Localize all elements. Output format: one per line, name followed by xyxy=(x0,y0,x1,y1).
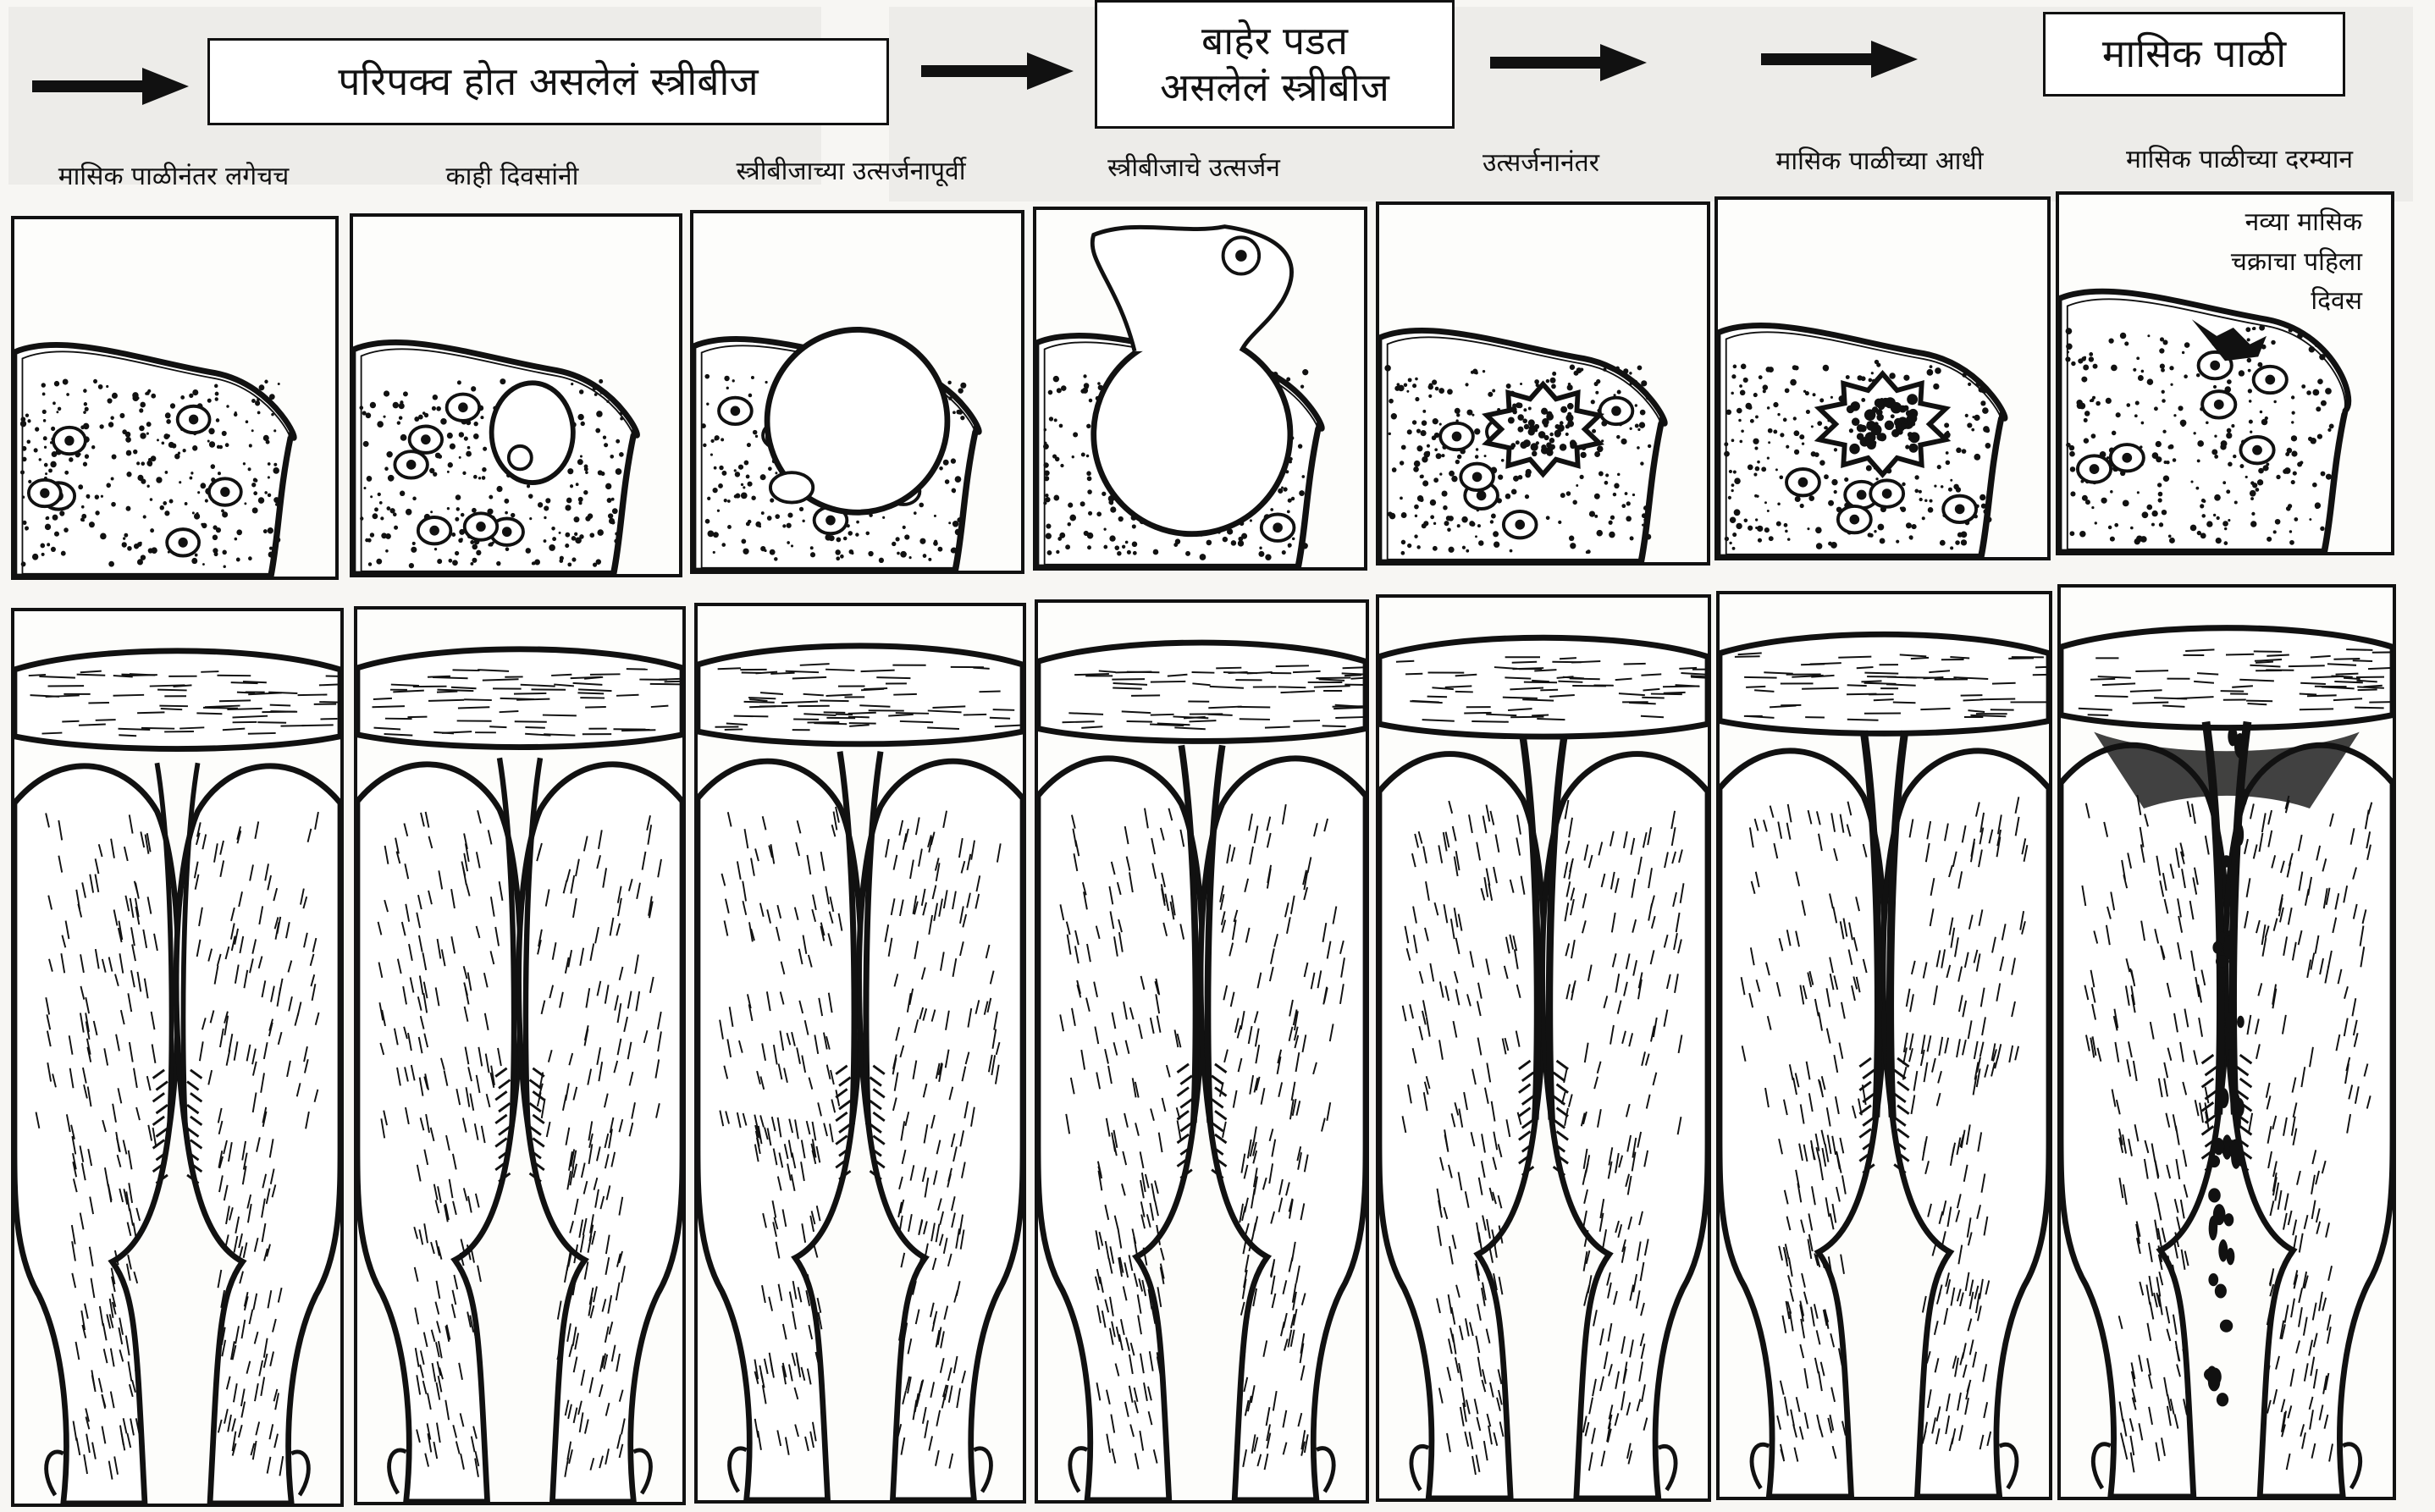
caption-column-7: मासिक पाळीच्या दरम्यान xyxy=(2053,141,2426,175)
arrow-right-icon xyxy=(1490,44,1647,81)
caption-column-3: स्त्रीबीजाच्या उत्सर्जनापूर्वी xyxy=(682,152,1020,187)
uterus-drawing xyxy=(2061,588,2393,1497)
ovary-drawing xyxy=(1036,210,1364,567)
uterus-drawing xyxy=(357,610,682,1502)
ovary-drawing xyxy=(1379,205,1707,562)
new-cycle-note-line2: चक्राचा पहिला xyxy=(2151,243,2362,283)
ovary-panel-5 xyxy=(1376,201,1710,566)
uterus-drawing xyxy=(1038,603,1366,1500)
ovary-panel-3 xyxy=(690,210,1024,574)
uterus-panel-1 xyxy=(11,608,344,1507)
stage-label-released-ovum-line2: असलेलं स्त्रीबीज xyxy=(1160,64,1389,111)
ovary-drawing xyxy=(14,219,335,577)
ovary-drawing xyxy=(693,213,1021,571)
uterus-panel-7 xyxy=(2057,584,2396,1500)
uterus-drawing xyxy=(14,611,340,1504)
stage-label-maturing-ovum: परिपक्व होत असलेलं स्त्रीबीज xyxy=(338,58,758,105)
ovary-panel-4 xyxy=(1033,207,1367,571)
uterus-drawing xyxy=(1720,594,2049,1497)
stage-box-maturing-ovum: परिपक्व होत असलेलं स्त्रीबीज xyxy=(207,38,889,125)
uterus-drawing xyxy=(698,606,1023,1500)
new-cycle-note: नव्या मासिक चक्राचा पहिला दिवस xyxy=(2151,203,2362,322)
ovary-panel-1 xyxy=(11,216,339,580)
uterus-panel-4 xyxy=(1035,599,1369,1504)
uterus-panel-3 xyxy=(694,603,1026,1504)
arrow-right-icon xyxy=(921,52,1074,90)
arrow-right-icon xyxy=(32,68,189,105)
uterus-panel-2 xyxy=(354,606,686,1505)
new-cycle-note-line3: दिवस xyxy=(2151,282,2362,322)
arrow-right-icon xyxy=(1761,41,1918,78)
stage-label-released-ovum-line1: बाहेर पडत xyxy=(1201,18,1348,64)
caption-column-6: मासिक पाळीच्या आधी xyxy=(1702,142,2057,177)
caption-column-4: स्त्रीबीजाचे उत्सर्जन xyxy=(1020,149,1367,184)
stage-box-menstruation: मासिक पाळी xyxy=(2043,12,2345,97)
stage-label-menstruation: मासिक पाळी xyxy=(2102,30,2286,77)
caption-column-2: काही दिवसांनी xyxy=(343,157,682,192)
stage-box-released-ovum: बाहेर पडत असलेलं स्त्रीबीज xyxy=(1095,0,1455,129)
ovary-drawing xyxy=(353,217,679,574)
new-cycle-note-line1: नव्या मासिक xyxy=(2151,203,2362,243)
uterus-panel-5 xyxy=(1376,594,1711,1502)
ovary-drawing xyxy=(1718,200,2047,557)
ovary-panel-2 xyxy=(350,213,682,577)
caption-column-1: मासिक पाळीनंतर लगेचच xyxy=(4,157,343,192)
uterus-drawing xyxy=(1379,598,1708,1498)
ovary-panel-6 xyxy=(1714,196,2051,560)
uterus-panel-6 xyxy=(1716,591,2052,1500)
caption-column-5: उत्सर्जनानंतर xyxy=(1372,144,1710,179)
